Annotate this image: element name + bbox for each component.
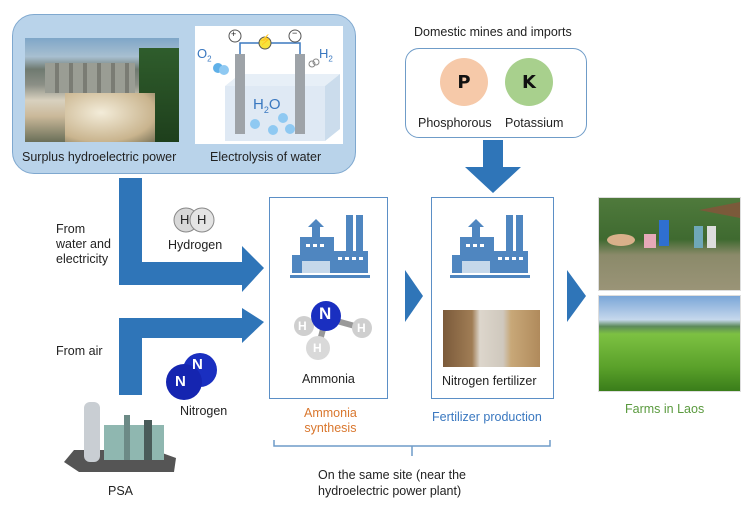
hydrogen-label: Hydrogen bbox=[168, 238, 223, 252]
cathode-electrode bbox=[295, 54, 305, 134]
electrolysis-label: Electrolysis of water bbox=[210, 150, 322, 164]
electrolysis-diagram: + − ⚡ O2 H2 H2O bbox=[195, 26, 343, 144]
ammonia-label: Ammonia bbox=[302, 372, 355, 386]
phosphorous-circle: P bbox=[440, 58, 488, 106]
rice-paddy-field-photo bbox=[598, 295, 741, 392]
nitrogen-label: Nitrogen bbox=[180, 404, 228, 418]
potassium-circle: K bbox=[505, 58, 553, 106]
oxygen-label: O2 bbox=[197, 46, 212, 64]
water-electricity-label: From water and electricity bbox=[56, 222, 111, 266]
cathode-sign: − bbox=[292, 28, 298, 38]
minerals-down-arrow bbox=[465, 140, 521, 193]
potassium-label: Potassium bbox=[505, 116, 564, 130]
hydrogen-flow-arrow bbox=[119, 178, 264, 292]
nitrogen-fertilizer-label: Nitrogen fertilizer bbox=[442, 374, 537, 388]
lightning-icon: ⚡ bbox=[259, 35, 272, 46]
farms-in-laos-label: Farms in Laos bbox=[625, 402, 705, 416]
factory-icon bbox=[290, 215, 370, 278]
ammonia-synthesis-stage-label: Ammonia synthesis bbox=[304, 406, 357, 435]
psa-equipment-photo bbox=[64, 400, 176, 475]
ammonia-to-fertilizer-arrow bbox=[405, 270, 423, 322]
anode-sign: + bbox=[231, 29, 237, 39]
farmers-planting-rice-photo bbox=[598, 197, 741, 291]
same-site-bracket bbox=[273, 440, 551, 456]
hydrogen-molecule-icon: H H bbox=[173, 207, 217, 238]
hydrogen-gas-label: H2 bbox=[319, 46, 333, 64]
anode-electrode bbox=[235, 54, 245, 134]
water-label: H2O bbox=[253, 96, 281, 115]
fertilizer-to-farms-arrow bbox=[567, 270, 586, 322]
hydro-label: Surplus hydroelectric power bbox=[22, 150, 177, 164]
ammonia-molecule-icon: N H H H bbox=[292, 298, 376, 367]
nitrogen-flow-arrow bbox=[119, 308, 264, 395]
psa-label: PSA bbox=[108, 484, 134, 498]
fertilizer-production-stage-label: Fertilizer production bbox=[432, 410, 542, 424]
phosphorous-label: Phosphorous bbox=[418, 116, 492, 130]
same-site-note: On the same site (near the hydroelectric… bbox=[318, 468, 466, 498]
factory-icon bbox=[450, 215, 530, 278]
hydroelectric-dam-photo bbox=[25, 38, 179, 142]
fertilizer-granules-photo bbox=[443, 310, 540, 367]
minerals-box bbox=[405, 48, 587, 138]
minerals-title: Domestic mines and imports bbox=[414, 25, 572, 39]
from-air-label: From air bbox=[56, 344, 103, 358]
nitrogen-molecule-icon: N N bbox=[162, 352, 222, 407]
ammonia-synthesis-box bbox=[269, 197, 388, 399]
